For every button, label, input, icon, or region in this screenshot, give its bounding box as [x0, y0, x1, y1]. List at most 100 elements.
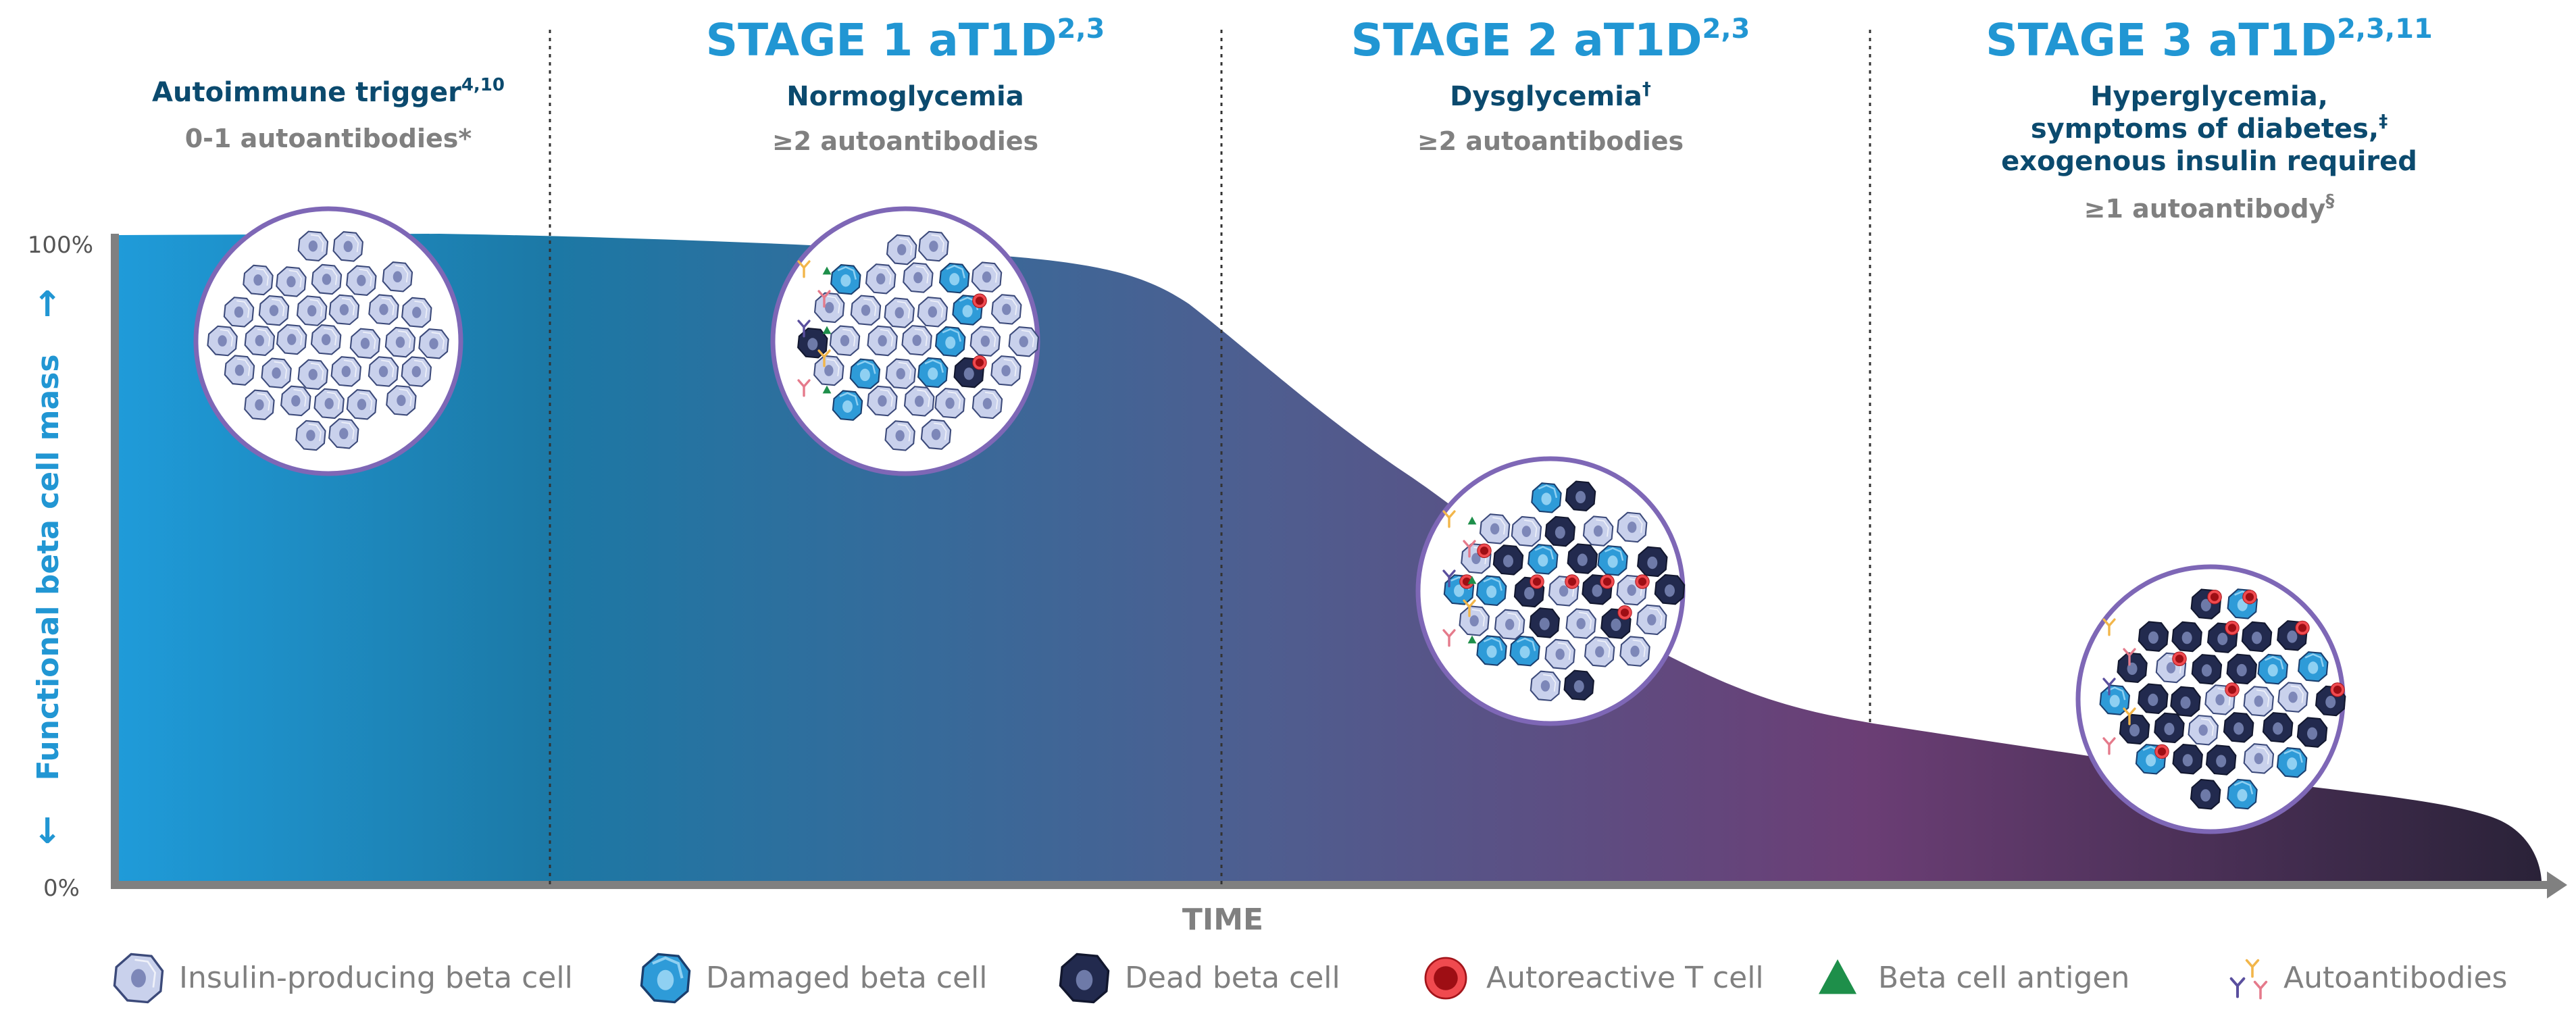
t-cell-icon — [1635, 574, 1650, 589]
healthy-beta-cell-icon — [1008, 326, 1039, 357]
autoantibody-icon — [2229, 977, 2246, 998]
healthy-beta-cell-icon — [349, 328, 381, 359]
healthy-beta-cell-icon — [330, 356, 361, 387]
healthy-beta-cell-icon — [401, 297, 432, 328]
healthy-beta-cell-icon — [1565, 608, 1596, 639]
healthy-beta-cell-icon — [258, 295, 290, 326]
t-cell-icon — [2330, 682, 2345, 697]
healthy-beta-cell-icon — [386, 385, 417, 416]
islet-stage1 — [770, 206, 1040, 476]
healthy-beta-cell-icon — [969, 326, 1001, 357]
islet-circles — [193, 206, 2346, 834]
stage1-sub: ≥2 autoantibodies — [772, 126, 1038, 156]
t-cell-icon — [972, 293, 987, 308]
beta-cell-mass-area — [119, 234, 2542, 881]
healthy-beta-cell-icon — [295, 420, 326, 451]
y-bottom-label: 0% — [43, 875, 80, 902]
t-cell-icon — [2225, 620, 2240, 636]
y-up-arrow: ↑ — [32, 284, 62, 325]
damaged-beta-cell-icon — [917, 357, 949, 388]
t-cell-icon — [2225, 682, 2240, 697]
t-cell-icon — [972, 355, 987, 370]
damaged-beta-cell-icon — [934, 326, 966, 357]
damaged-beta-cell-icon — [2276, 746, 2308, 778]
healthy-beta-cell-icon — [2277, 682, 2308, 713]
damaged-beta-cell-icon — [830, 263, 861, 295]
healthy-beta-cell-icon — [311, 263, 343, 295]
healthy-beta-cell-icon — [1494, 609, 1525, 640]
healthy-beta-cell-icon — [328, 294, 360, 326]
stage2-title: STAGE 2 aT1D2,3 — [1351, 14, 1750, 66]
healthy-beta-cell-icon — [244, 389, 275, 420]
stage3-title: STAGE 3 aT1D2,3,11 — [1986, 14, 2433, 66]
healthy-beta-cell-icon — [884, 420, 915, 451]
x-axis — [111, 881, 2550, 889]
dead-beta-cell-icon — [1059, 953, 1110, 1004]
healthy-beta-cell-icon — [280, 385, 311, 417]
healthy-beta-cell-icon — [310, 324, 342, 355]
healthy-beta-cell-icon — [885, 358, 916, 389]
dead-beta-cell-icon — [2190, 779, 2221, 810]
legend-label: Damaged beta cell — [706, 961, 988, 995]
healthy-beta-cell-icon — [2243, 743, 2275, 774]
stage3-line1: Hyperglycemia, — [2090, 81, 2328, 112]
damaged-beta-cell-icon — [849, 358, 881, 390]
healthy-beta-cell-icon — [867, 325, 898, 357]
t-cell-icon — [1424, 957, 1467, 1000]
dead-beta-cell-icon — [1529, 607, 1560, 638]
legend-item: Insulin-producing beta cell — [113, 953, 573, 1004]
y-axis — [111, 234, 119, 889]
stage3-line3: exogenous insulin required — [2001, 146, 2417, 177]
healthy-beta-cell-icon — [886, 234, 917, 265]
legend-item: Autoantibodies — [2229, 959, 2507, 1000]
healthy-beta-cell-icon — [971, 261, 1003, 293]
dead-beta-cell-icon — [2191, 654, 2223, 685]
damaged-beta-cell-icon — [2227, 778, 2258, 810]
dead-beta-cell-icon — [797, 328, 828, 359]
healthy-beta-cell-icon — [920, 419, 952, 450]
healthy-beta-cell-icon — [2188, 715, 2219, 746]
autoantibody-icon — [2253, 980, 2268, 1000]
stage1-line1: Normoglycemia — [786, 81, 1024, 112]
legend-item: Damaged beta cell — [641, 954, 988, 1002]
healthy-beta-cell-icon — [917, 297, 949, 328]
healthy-beta-cell-icon — [223, 297, 255, 328]
healthy-beta-cell-icon — [276, 266, 307, 297]
y-down-arrow: ↓ — [32, 811, 62, 852]
islet-stage3 — [2075, 564, 2346, 834]
healthy-beta-cell-icon — [244, 325, 276, 356]
healthy-beta-cell-icon — [261, 357, 292, 388]
t-cell-icon — [1600, 574, 1615, 589]
legend-item: Autoreactive T cell — [1424, 957, 1764, 1000]
y-top-label: 100% — [28, 232, 93, 259]
healthy-beta-cell-icon — [401, 356, 432, 387]
dead-beta-cell-icon — [2241, 621, 2273, 653]
y-axis-title: Functional beta cell mass — [31, 354, 66, 780]
healthy-beta-cell-icon — [1619, 636, 1650, 667]
dead-beta-cell-icon — [2138, 683, 2169, 714]
trigger-title: Autoimmune trigger4,10 — [152, 75, 505, 108]
healthy-beta-cell-icon — [313, 388, 345, 420]
healthy-beta-cell-icon — [903, 386, 935, 417]
dead-beta-cell-icon — [1637, 546, 1668, 578]
dead-beta-cell-icon — [2205, 744, 2237, 776]
healthy-beta-cell-icon — [297, 359, 328, 390]
islet-stage2 — [1415, 456, 1686, 726]
dead-beta-cell-icon — [1654, 574, 1686, 605]
healthy-beta-cell-icon — [1479, 513, 1511, 544]
healthy-beta-cell-icon — [368, 356, 399, 387]
legend-label: Beta cell antigen — [1878, 961, 2129, 995]
t-cell-icon — [2154, 744, 2169, 759]
t-cell-icon — [1617, 605, 1632, 620]
healthy-beta-cell-icon — [1544, 638, 1575, 670]
healthy-beta-cell-icon — [346, 265, 377, 296]
legend-item: Dead beta cell — [1059, 953, 1340, 1004]
healthy-beta-cell-icon — [903, 262, 934, 293]
healthy-beta-cell-icon — [296, 295, 328, 326]
t-cell-icon — [1530, 574, 1544, 589]
healthy-beta-cell-icon — [2243, 686, 2274, 717]
healthy-beta-cell-icon — [1636, 604, 1667, 636]
stage2-sub: ≥2 autoantibodies — [1417, 126, 1684, 156]
